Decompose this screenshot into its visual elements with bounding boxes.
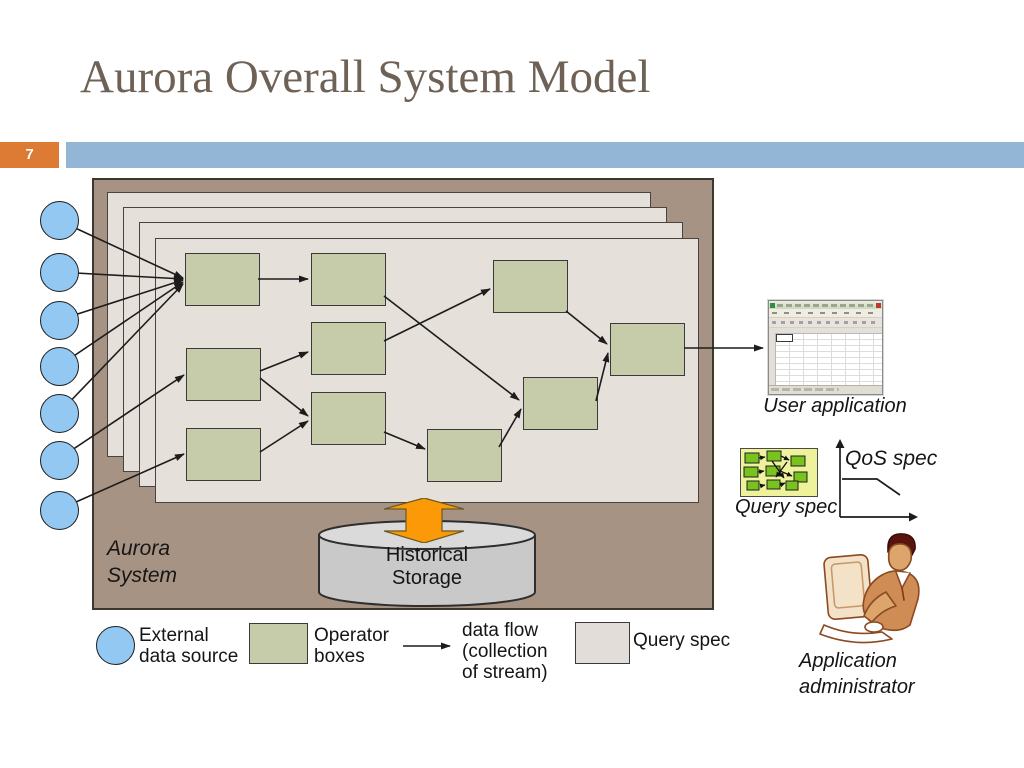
- user-application-label: User application: [763, 395, 907, 417]
- external-data-source-circle: [40, 301, 79, 340]
- external-data-source-circle: [40, 394, 79, 433]
- external-data-source-circle: [40, 347, 79, 386]
- spreadsheet-menubar: [769, 309, 882, 318]
- operator-box: [186, 428, 261, 481]
- aurora-system-label: Aurora System: [107, 537, 178, 587]
- operator-box: [186, 348, 261, 401]
- historical-storage-label: Historical Storage: [385, 544, 469, 589]
- external-data-source-circle: [40, 441, 79, 480]
- operator-box: [311, 392, 386, 445]
- title-accent-bar: [66, 142, 1024, 168]
- operator-box: [493, 260, 568, 313]
- admin-person-icon: [819, 533, 920, 644]
- close-icon: [876, 302, 881, 308]
- external-data-source-circle: [40, 491, 79, 530]
- operator-box: [311, 322, 386, 375]
- operator-box: [311, 253, 386, 306]
- legend-operator-box-swatch: [249, 623, 308, 664]
- spreadsheet-statusbar: [769, 385, 882, 394]
- legend-data-flow-label: data flow (collection of stream): [462, 620, 548, 683]
- titlebar-text: [777, 303, 874, 307]
- query-spec-label: Query spec: [735, 496, 838, 518]
- spreadsheet-grid: [769, 328, 882, 385]
- external-data-source-circle: [40, 201, 79, 240]
- operator-box: [185, 253, 260, 306]
- app-icon: [770, 302, 775, 308]
- operator-box: [523, 377, 598, 430]
- legend-external-data-source-swatch: [96, 626, 135, 665]
- operator-box: [610, 323, 685, 376]
- legend-query-spec-swatch: [575, 622, 630, 664]
- legend-external-data-source-label: External data source: [139, 625, 239, 667]
- spreadsheet-toolbar: [769, 318, 882, 328]
- application-administrator-label: Application administrator: [799, 650, 915, 698]
- qos-chart-icon: [835, 439, 918, 522]
- selected-cell: [776, 334, 793, 342]
- spreadsheet-icon: [768, 300, 883, 395]
- qos-spec-label: QoS spec: [845, 447, 938, 470]
- page-title: Aurora Overall System Model: [80, 51, 651, 103]
- operator-box: [427, 429, 502, 482]
- page-number-badge: 7: [0, 142, 59, 168]
- spreadsheet-titlebar: [769, 301, 882, 309]
- external-data-source-circle: [40, 253, 79, 292]
- row-headers: [769, 333, 776, 385]
- storage-io-double-arrow-icon: [384, 498, 464, 543]
- query-spec-icon: [740, 448, 818, 497]
- column-headers: [769, 328, 882, 334]
- legend-operator-boxes-label: Operator boxes: [314, 625, 389, 667]
- legend-query-spec-label: Query spec: [633, 630, 731, 651]
